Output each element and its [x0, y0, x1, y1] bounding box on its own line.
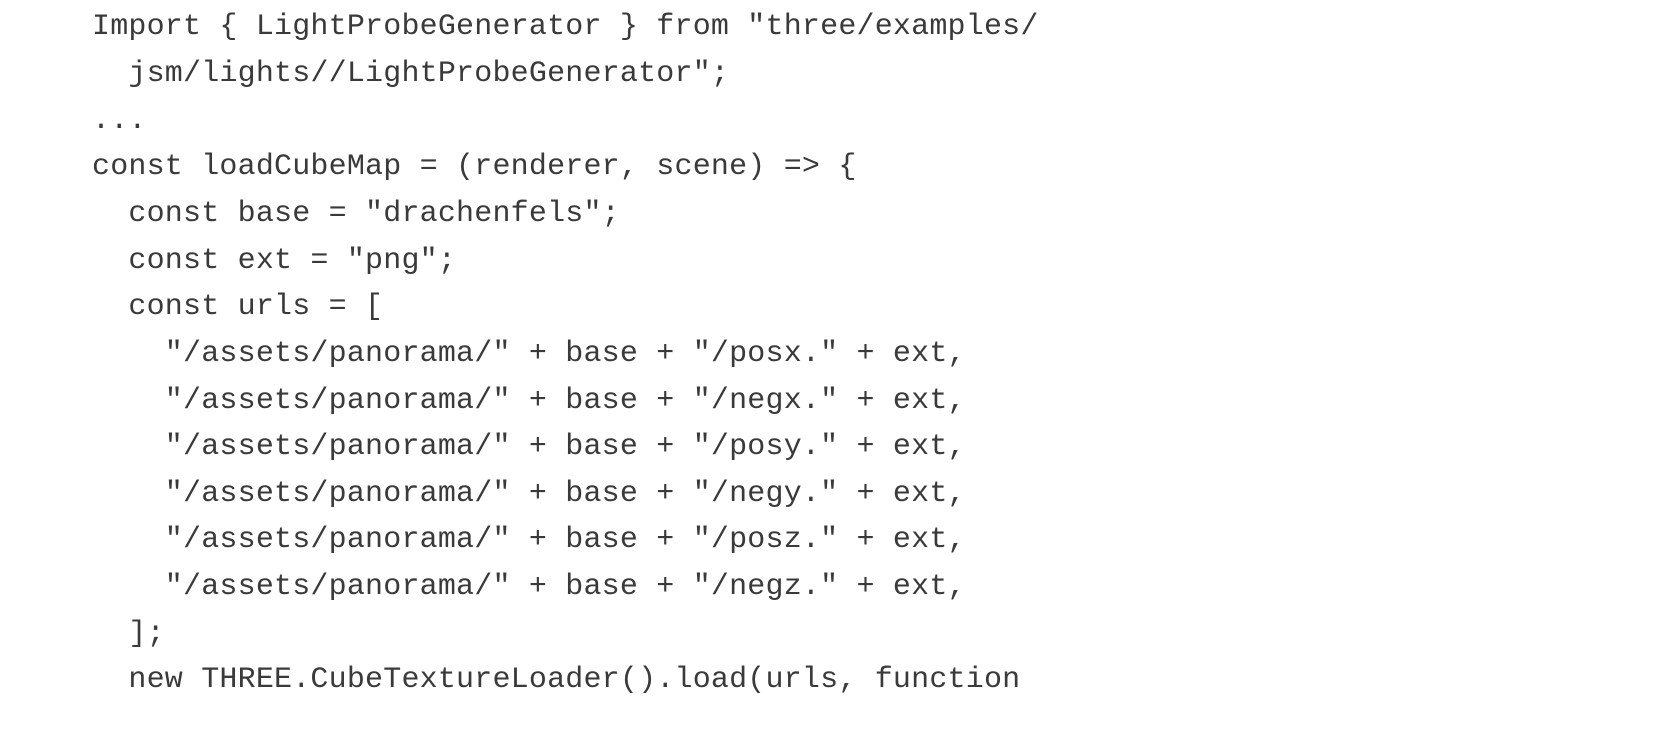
code-line: "/assets/panorama/" + base + "/posy." + …: [92, 430, 966, 464]
code-block: Import { LightProbeGenerator } from "thr…: [92, 0, 1652, 740]
code-line: new THREE.CubeTextureLoader().load(urls,…: [92, 663, 1021, 697]
code-line: const ext = "png";: [92, 244, 457, 278]
code-line: ];: [92, 617, 165, 651]
code-line: "/assets/panorama/" + base + "/negz." + …: [92, 570, 966, 604]
code-line: Import { LightProbeGenerator } from "thr…: [92, 10, 1039, 44]
code-line: "/assets/panorama/" + base + "/posz." + …: [92, 523, 966, 557]
code-line: const urls = [: [92, 290, 384, 324]
code-line: const loadCubeMap = (renderer, scene) =>…: [92, 150, 857, 184]
code-line: "/assets/panorama/" + base + "/posx." + …: [92, 337, 966, 371]
code-line: const base = "drachenfels";: [92, 197, 620, 231]
code-line: jsm/lights//LightProbeGenerator";: [92, 57, 730, 91]
code-line: "/assets/panorama/" + base + "/negy." + …: [92, 477, 966, 511]
code-line: "/assets/panorama/" + base + "/negx." + …: [92, 384, 966, 418]
code-line: ...: [92, 104, 147, 138]
